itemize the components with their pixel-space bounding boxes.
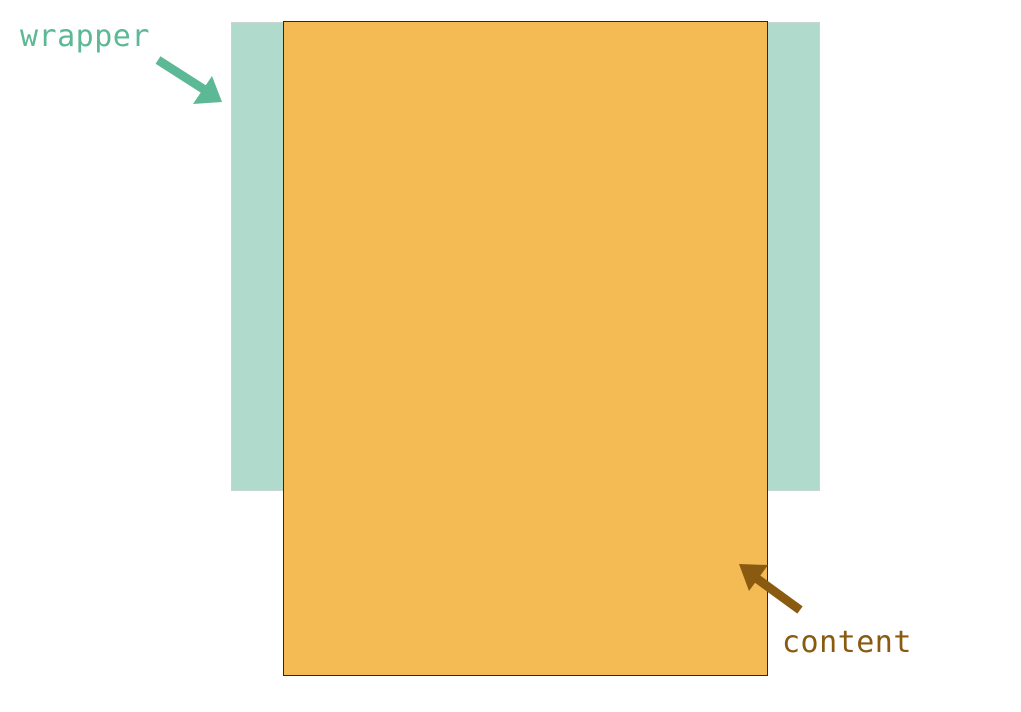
- wrapper-label: wrapper: [20, 19, 150, 54]
- content-label: content: [782, 625, 912, 660]
- arrow-down-right-icon: [155, 56, 222, 104]
- content-box: [283, 21, 768, 676]
